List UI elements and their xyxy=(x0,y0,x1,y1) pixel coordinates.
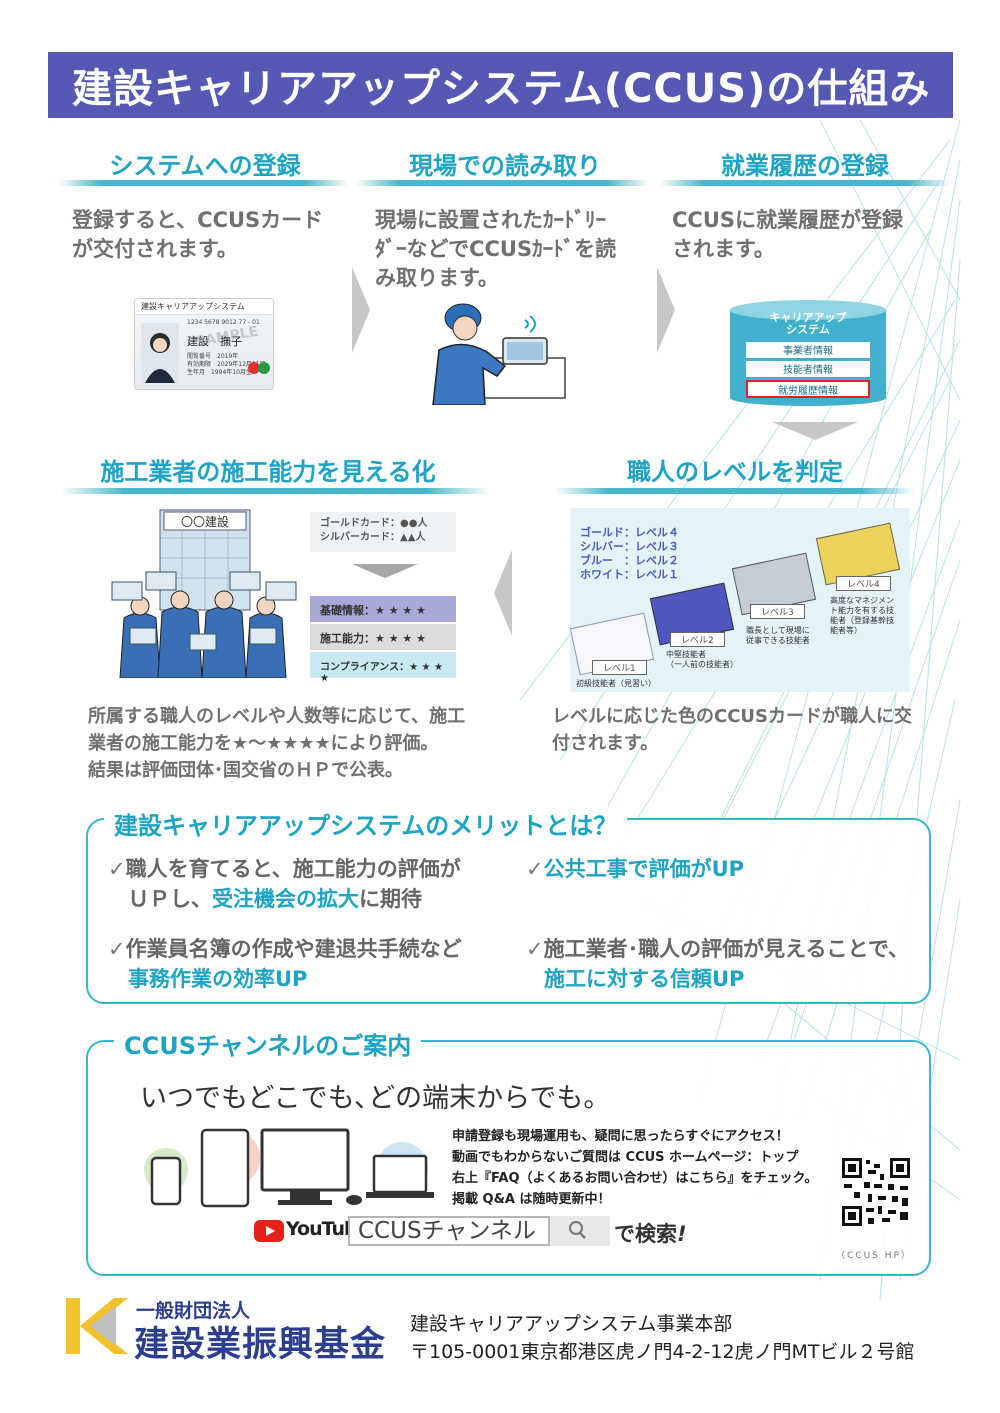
channel-info: 申請登録も現場運用も、疑問に思ったらすぐにアクセス！ 動画でもわからないご質問は… xyxy=(452,1129,818,1207)
merit-2: ✓公共工事で評価がUP xyxy=(526,857,745,881)
rating-basic: 基礎情報：★ ★ ★ ★ xyxy=(310,596,456,622)
chevron-down-icon xyxy=(772,422,858,440)
devices-illustration xyxy=(144,1128,434,1208)
worker-card-reader-illustration xyxy=(432,303,566,405)
person-photo-icon xyxy=(145,333,175,383)
step2-underline xyxy=(355,180,650,186)
merit-1: ✓職人を育てると、施工能力の評価が ＵＰし、受注機会の拡大に期待 xyxy=(108,857,461,911)
merits-box xyxy=(86,818,931,1004)
step5-heading: 職人のレベルを判定 xyxy=(627,458,843,486)
check-icon: ✓ xyxy=(526,857,544,881)
merits-heading: 建設キャリアアップシステムのメリットとは？ xyxy=(104,806,628,841)
construction-company-illustration: 〇〇建設 xyxy=(111,509,297,678)
level-cards-panel: ゴールド：レベル４ シルバー：レベル３ ブルー ：レベル２ ホワイト：レベル１ … xyxy=(569,508,910,692)
building-sign: 〇〇建設 xyxy=(181,514,229,529)
check-icon: ✓ xyxy=(108,857,126,881)
step4-text: 所属する職人のレベルや人数等に応じて、施工 業者の施工能力を★～★★★★により評… xyxy=(88,706,466,781)
step2-heading: 現場での読み取り xyxy=(409,152,601,180)
step3-text: CCUSに就業履歴が登録 されます。 xyxy=(672,208,903,261)
check-icon: ✓ xyxy=(526,937,544,961)
org-type: 一般財団法人 xyxy=(136,1300,251,1322)
merit-4: ✓施工業者･職人の評価が見えることで、 施工に対する信頼UP xyxy=(526,937,910,991)
chevron-left-icon xyxy=(494,550,512,636)
rating-compliance: コンプライアンス：★ ★ ★ ★ xyxy=(310,652,456,684)
youtube-play-icon[interactable] xyxy=(254,1220,284,1242)
step1-heading: システムへの登録 xyxy=(109,152,301,180)
channel-tagline: いつでもどこでも､どの端末からでも。 xyxy=(140,1083,611,1114)
search-icon xyxy=(569,1221,586,1239)
check-icon: ✓ xyxy=(108,937,126,961)
step2-text: 現場に設置されたｶｰﾄﾞﾘｰ ﾀﾞｰなどでCCUSｶｰﾄﾞを読 み取ります。 xyxy=(375,208,617,290)
kensetsu-kikin-logo-icon xyxy=(66,1298,128,1354)
merit-3: ✓作業員名簿の作成や建退共手続など 事務作業の効率UP xyxy=(108,937,462,991)
arrow-down-icon xyxy=(352,564,418,578)
search-suffix: で検索! xyxy=(614,1222,687,1246)
step5-underline xyxy=(555,488,915,494)
step5-text: レベルに応じた色のCCUSカードが職人に交 付されます。 xyxy=(552,706,912,754)
step3-heading: 就業履歴の登録 xyxy=(721,152,889,180)
card-logo-icon xyxy=(248,362,270,374)
step4-underline xyxy=(60,488,490,494)
step4-heading: 施工業者の施工能力を見える化 xyxy=(100,458,436,486)
chevron-right-icon xyxy=(657,267,675,353)
step3-underline xyxy=(660,180,950,186)
qr-code[interactable] xyxy=(840,1156,912,1228)
card-photo xyxy=(141,323,179,383)
step1-underline xyxy=(58,180,348,186)
rating-panel: ゴールドカード：●●人 シルバーカード：▲▲人 基礎情報：★ ★ ★ ★ 施工能… xyxy=(310,512,460,684)
qr-caption: （CCUS HP） xyxy=(836,1251,912,1261)
page-title: 建設キャリアアップシステム(CCUS)の仕組み xyxy=(48,52,953,118)
step1-text: 登録すると、CCUSカード が交付されます。 xyxy=(72,208,324,261)
channel-heading: CCUSチャンネルのご案内 xyxy=(114,1026,422,1061)
org-name: 建設業振興基金 xyxy=(134,1325,387,1365)
database-stack: キャリアアップ システム 事業者情報 技能者情報 就労履歴情報 xyxy=(728,298,888,406)
search-button[interactable] xyxy=(548,1216,610,1246)
ccus-card-sample: 建設キャリアアップシステム 1234 5678 9012 77 - 01 建設 … xyxy=(134,298,274,390)
rating-capability: 施工能力：★ ★ ★ ★ xyxy=(310,624,456,650)
footer-address: 建設キャリアアップシステム事業本部 〒105-0001東京都港区虎ノ門4-2-1… xyxy=(410,1313,915,1363)
chevron-right-icon xyxy=(352,267,370,353)
